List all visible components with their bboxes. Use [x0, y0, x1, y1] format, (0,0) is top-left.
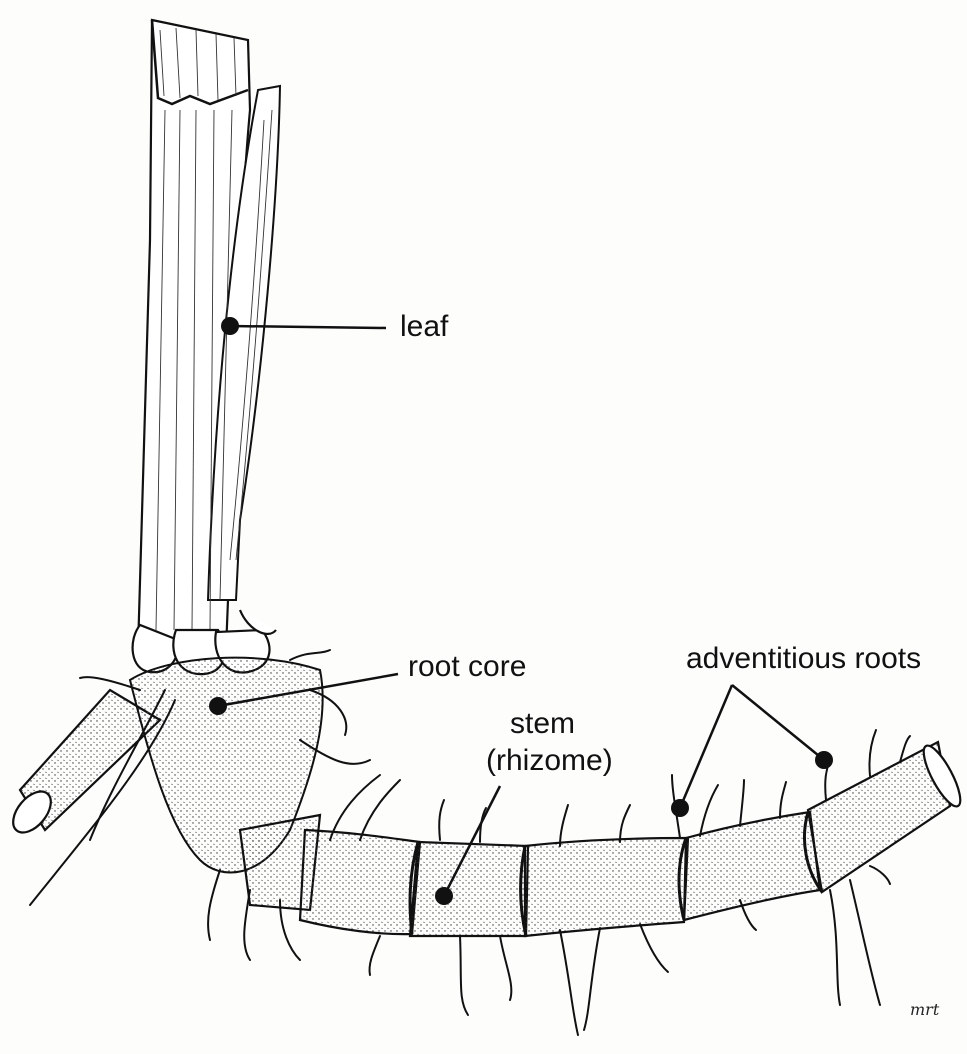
artist-signature: mrt — [910, 1000, 939, 1019]
leaf-label: leaf — [400, 310, 448, 344]
adventitious-pointer-dot-right — [815, 751, 833, 769]
root-core-label: root core — [408, 650, 526, 684]
rhizome-label: (rhizome) — [486, 744, 613, 778]
stem-label: stem — [510, 707, 575, 741]
adventitious-pointer-dot-left — [671, 799, 689, 817]
adventitious-roots-label: adventitious roots — [686, 642, 921, 676]
pointer-lines — [218, 326, 824, 896]
adventitious-pointer-line-right — [732, 685, 824, 760]
pointer-dots — [209, 317, 833, 905]
stem-pointer-dot — [435, 887, 453, 905]
rhizome-stub — [6, 690, 160, 839]
leaf-pointer-dot — [221, 317, 239, 335]
root-core-pointer-dot — [209, 697, 227, 715]
adventitious-pointer-line-left — [680, 685, 732, 808]
